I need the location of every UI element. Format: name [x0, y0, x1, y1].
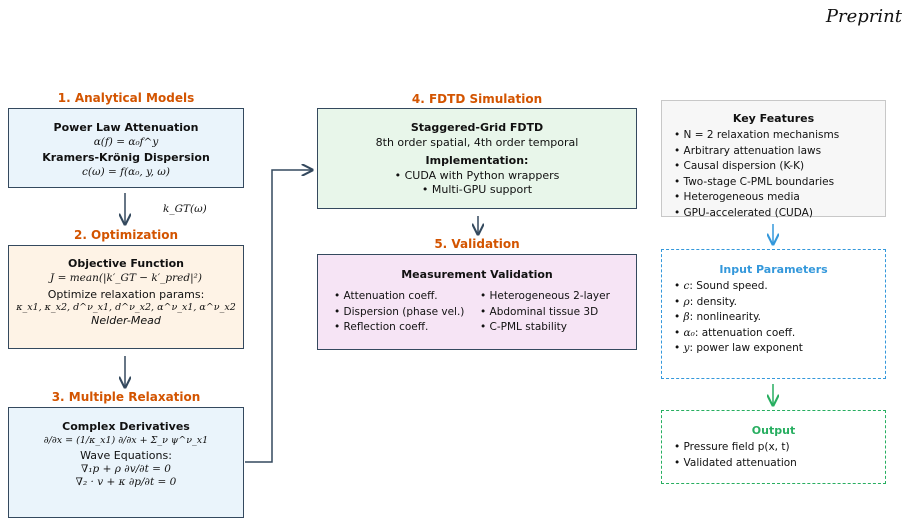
wave-equations-heading: Wave Equations:: [80, 449, 172, 462]
list-item: y: power law exponent: [674, 341, 885, 357]
output-box: Output Pressure field p(x, t) Validated …: [661, 410, 886, 484]
list-item: Heterogeneous media: [674, 190, 885, 206]
arrow-3-to-4: [245, 170, 312, 463]
analytical-models-box: Power Law Attenuation α(f) = α₀f^y Krame…: [8, 108, 244, 188]
key-features-title: Key Features: [732, 112, 815, 125]
input-parameters-title: Input Parameters: [719, 263, 828, 276]
relaxation-params: κ_x1, κ_x2, d^ν_x1, d^ν_x2, α^ν_x1, α^ν_…: [16, 302, 236, 313]
input-parameters-list: c: Sound speed. ρ: density. β: nonlinear…: [674, 279, 885, 357]
list-item: Causal dispersion (K-K): [674, 159, 885, 175]
list-item: Reflection coeff.: [334, 320, 464, 336]
key-features-box: Key Features N = 2 relaxation mechanisms…: [661, 100, 886, 219]
list-item: c: Sound speed.: [674, 279, 885, 295]
list-item: Validated attenuation: [674, 456, 885, 472]
kk-dispersion-heading: Kramers-Krönig Dispersion: [42, 151, 210, 164]
measurement-validation-heading: Measurement Validation: [401, 268, 553, 281]
section-2-title: 2. Optimization: [73, 228, 179, 242]
section-1-title: 1. Analytical Models: [57, 91, 195, 105]
input-parameters-box: Input Parameters c: Sound speed. ρ: dens…: [661, 249, 886, 379]
optimize-params-text: Optimize relaxation params:: [47, 288, 205, 301]
objective-function-equation: J = mean(|k′_GT − k′_pred|²): [50, 272, 202, 284]
list-item: N = 2 relaxation mechanisms: [674, 128, 885, 144]
list-item: ρ: density.: [674, 295, 885, 311]
impl-item-1: • CUDA with Python wrappers: [394, 169, 560, 182]
section-5-title: 5. Validation: [434, 237, 520, 251]
list-item: C-PML stability: [480, 320, 620, 336]
validation-list-right: Heterogeneous 2-layer Abdominal tissue 3…: [480, 289, 620, 336]
key-features-list: N = 2 relaxation mechanisms Arbitrary at…: [674, 128, 885, 221]
list-item: α₀: attenuation coeff.: [674, 326, 885, 342]
list-item: GPU-accelerated (CUDA): [674, 206, 885, 222]
order-description: 8th order spatial, 4th order temporal: [375, 136, 579, 149]
list-item: Two-stage C-PML boundaries: [674, 175, 885, 191]
nelder-mead-label: Nelder-Mead: [91, 314, 161, 327]
complex-derivative-equation: ∂/∂x = (1/κ_x1) ∂/∂x + Σ_ν ψ^ν_x1: [43, 435, 209, 446]
implementation-heading: Implementation:: [425, 154, 529, 167]
k-gt-link-label: k_GT(ω): [163, 203, 207, 215]
preprint-label: Preprint: [825, 6, 902, 27]
optimization-box: Objective Function J = mean(|k′_GT − k′_…: [8, 245, 244, 349]
wave-equation-2: ∇₂ · v + κ ∂p/∂t = 0: [75, 476, 177, 488]
wave-equation-1: ∇₁p + ρ ∂v/∂t = 0: [81, 463, 171, 475]
output-title: Output: [751, 424, 796, 437]
list-item: Dispersion (phase vel.): [334, 305, 465, 321]
multiple-relaxation-box: Complex Derivatives ∂/∂x = (1/κ_x1) ∂/∂x…: [8, 407, 244, 518]
validation-box: Measurement Validation Attenuation coeff…: [317, 254, 637, 350]
impl-item-2: • Multi-GPU support: [421, 183, 533, 196]
list-item: Abdominal tissue 3D: [480, 305, 620, 321]
kk-dispersion-equation: c(ω) = f(α₀, y, ω): [82, 166, 170, 178]
validation-list-left: Attenuation coeff. Dispersion (phase vel…: [334, 289, 465, 336]
complex-derivatives-heading: Complex Derivatives: [62, 420, 190, 433]
list-item: Heterogeneous 2-layer: [480, 289, 620, 305]
objective-function-heading: Objective Function: [67, 257, 185, 270]
fdtd-simulation-box: Staggered-Grid FDTD 8th order spatial, 4…: [317, 108, 637, 209]
power-law-equation: α(f) = α₀f^y: [93, 136, 159, 148]
output-list: Pressure field p(x, t) Validated attenua…: [674, 440, 885, 471]
power-law-heading: Power Law Attenuation: [53, 121, 199, 134]
section-3-title: 3. Multiple Relaxation: [51, 390, 201, 404]
list-item: Arbitrary attenuation laws: [674, 144, 885, 160]
section-4-title: 4. FDTD Simulation: [411, 92, 543, 106]
list-item: Pressure field p(x, t): [674, 440, 885, 456]
staggered-grid-heading: Staggered-Grid FDTD: [410, 121, 544, 134]
list-item: Attenuation coeff.: [334, 289, 464, 305]
list-item: β: nonlinearity.: [674, 310, 885, 326]
